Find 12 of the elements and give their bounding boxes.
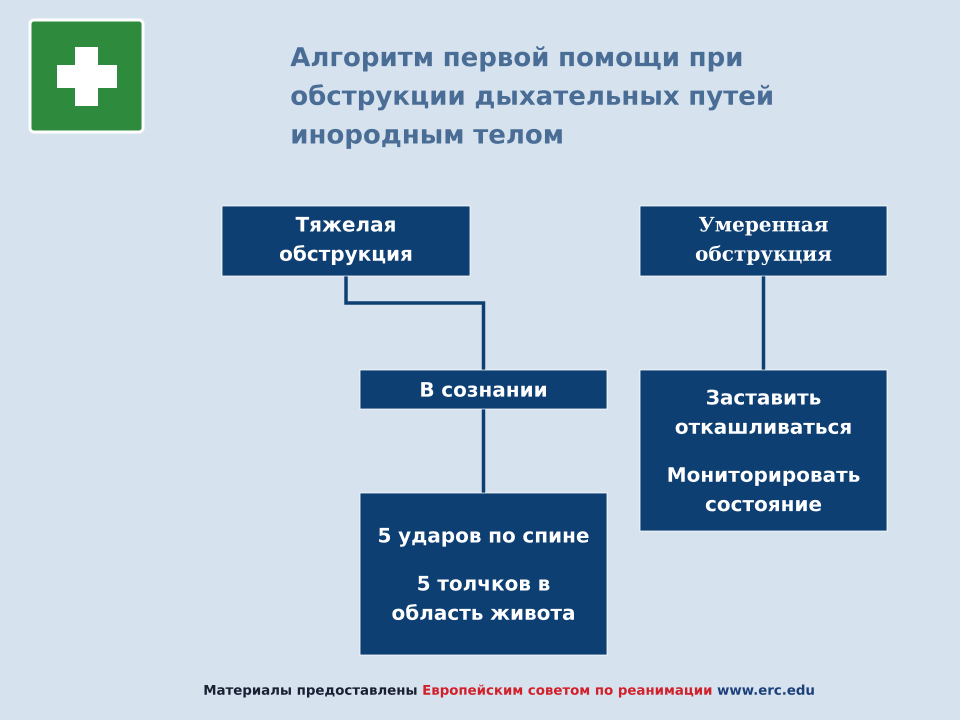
step-box: Тяжелая обструкция [222, 206, 470, 276]
step-box: Умеренная обструкция [640, 206, 888, 276]
footer-text: Европейским советом по реанимации [423, 684, 712, 698]
step-box: В сознании [360, 370, 608, 410]
footer-text: Материалы предоставлены [204, 684, 416, 698]
footer-text: www.erc.edu [718, 684, 814, 695]
title: Алгоритм первой помощи при обструкции дыхательных путей инородным телом [290, 46, 772, 149]
connector-line [344, 276, 486, 370]
step-box: 5 ударов по спине 5 толчков в область живота [360, 492, 608, 656]
step-box: Заставить откашливаться Мониторировать состояние [640, 370, 888, 532]
connector-line [762, 276, 766, 370]
connector-line [482, 409, 486, 493]
